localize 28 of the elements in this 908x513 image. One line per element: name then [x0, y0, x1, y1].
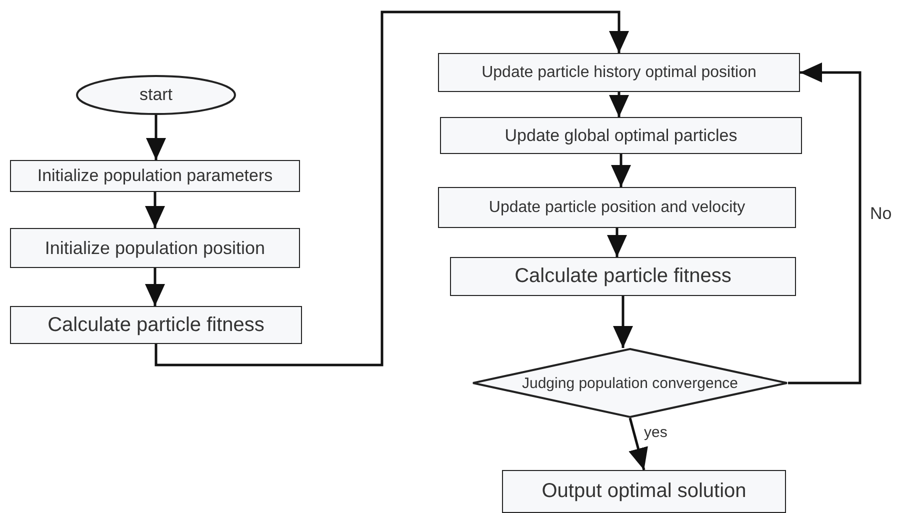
arrow [607, 228, 627, 257]
arrow [613, 296, 633, 348]
arrow [146, 115, 166, 160]
arrow [611, 154, 631, 187]
process-box [438, 187, 796, 228]
node-label: Output optimal solution [542, 480, 746, 503]
arrow [154, 10, 629, 366]
process-box [10, 306, 302, 344]
arrow [145, 268, 165, 306]
node-label: Judging population convergence [522, 374, 738, 392]
node-label: Update particle history optimal position [482, 64, 756, 82]
arrow [628, 418, 648, 470]
node-label: Update global optimal particles [504, 126, 738, 146]
process-box [502, 470, 786, 513]
arrow [609, 92, 629, 117]
node-label: Update particle position and velocity [488, 198, 746, 216]
process-box [10, 160, 300, 192]
process-box [440, 117, 802, 154]
node-label: Initialize population position [44, 238, 266, 258]
node-label: Calculate particle fitness [48, 314, 264, 336]
process-box [438, 53, 800, 92]
node-label: Initialize population parameters [37, 166, 273, 186]
process-box [450, 257, 796, 296]
arrow [788, 62, 862, 384]
process-box [10, 228, 300, 268]
node-label: Calculate particle fitness [514, 265, 732, 288]
arrow [145, 192, 165, 228]
node-label: start [139, 85, 173, 105]
